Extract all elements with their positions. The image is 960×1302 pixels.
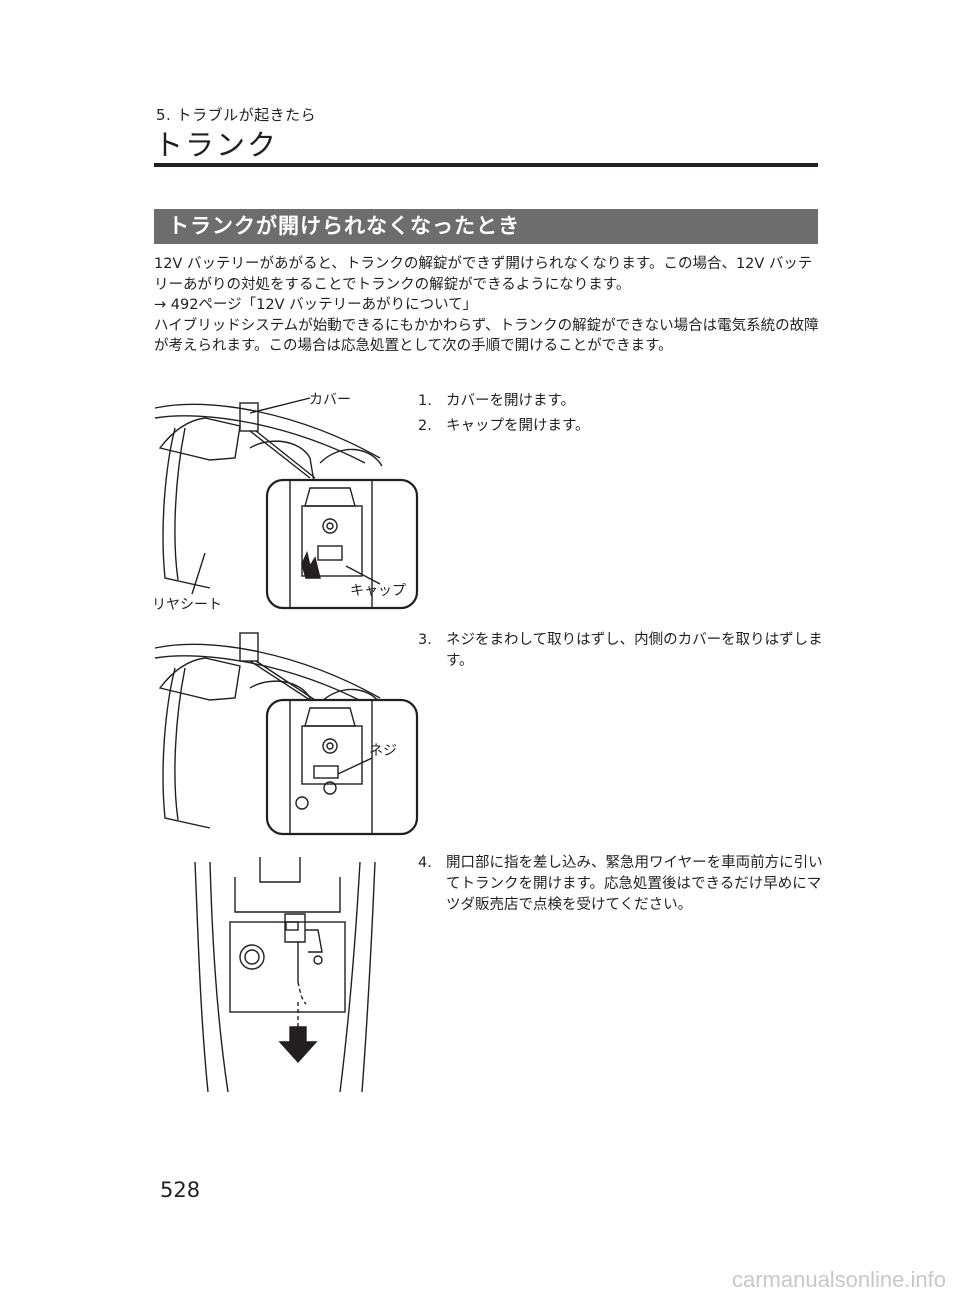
chapter-label: 5. トラブルが起きたら bbox=[156, 106, 317, 124]
intro-reference-link[interactable]: → 492ページ「12V バッテリーあがりについて」 bbox=[154, 297, 478, 313]
steps-group-2: 3. ネジをまわして取りはずし、内側のカバーを取りはずします。 bbox=[418, 630, 828, 676]
step-number: 2. bbox=[418, 418, 432, 434]
steps-group-3: 4. 開口部に指を差し込み、緊急用ワイヤーを車両前方に引いてトランクを開けます。… bbox=[418, 853, 828, 920]
step-text: ネジをまわして取りはずし、内側のカバーを取りはずします。 bbox=[446, 632, 823, 669]
step-text: キャップを開けます。 bbox=[446, 418, 590, 434]
step-3: 3. ネジをまわして取りはずし、内側のカバーを取りはずします。 bbox=[418, 630, 828, 672]
section-heading: トランクが開けられなくなったとき bbox=[154, 209, 818, 244]
step-text: 開口部に指を差し込み、緊急用ワイヤーを車両前方に引いてトランクを開けます。応急処… bbox=[446, 855, 823, 913]
label-rear-seat: リヤシート bbox=[152, 597, 222, 613]
illustration-emergency-wire bbox=[194, 857, 376, 1093]
step-number: 4. bbox=[418, 855, 432, 871]
step-1: 1. カバーを開けます。 bbox=[418, 391, 828, 412]
label-cap: キャップ bbox=[350, 583, 406, 599]
illustration-screw bbox=[154, 632, 419, 836]
steps-group-1: 1. カバーを開けます。 2. キャップを開けます。 bbox=[418, 391, 828, 441]
label-cover: カバー bbox=[309, 392, 351, 408]
illustration-cover-cap bbox=[154, 397, 419, 610]
step-number: 3. bbox=[418, 632, 432, 648]
page-number: 528 bbox=[160, 1178, 201, 1202]
title-rule bbox=[154, 163, 818, 167]
intro-text: 12V バッテリーがあがると、トランクの解錠ができず開けられなくなります。この場… bbox=[154, 254, 820, 357]
label-screw: ネジ bbox=[369, 743, 397, 759]
intro-paragraph-1: 12V バッテリーがあがると、トランクの解錠ができず開けられなくなります。この場… bbox=[154, 256, 813, 293]
watermark[interactable]: carmanualsonline.info bbox=[731, 1267, 946, 1292]
step-4: 4. 開口部に指を差し込み、緊急用ワイヤーを車両前方に引いてトランクを開けます。… bbox=[418, 853, 828, 916]
step-2: 2. キャップを開けます。 bbox=[418, 416, 828, 437]
step-number: 1. bbox=[418, 393, 432, 409]
step-text: カバーを開けます。 bbox=[446, 393, 576, 409]
intro-paragraph-2: ハイブリッドシステムが始動できるにもかかわらず、トランクの解錠ができない場合は電… bbox=[154, 317, 819, 355]
page-title: トランク bbox=[154, 128, 279, 162]
